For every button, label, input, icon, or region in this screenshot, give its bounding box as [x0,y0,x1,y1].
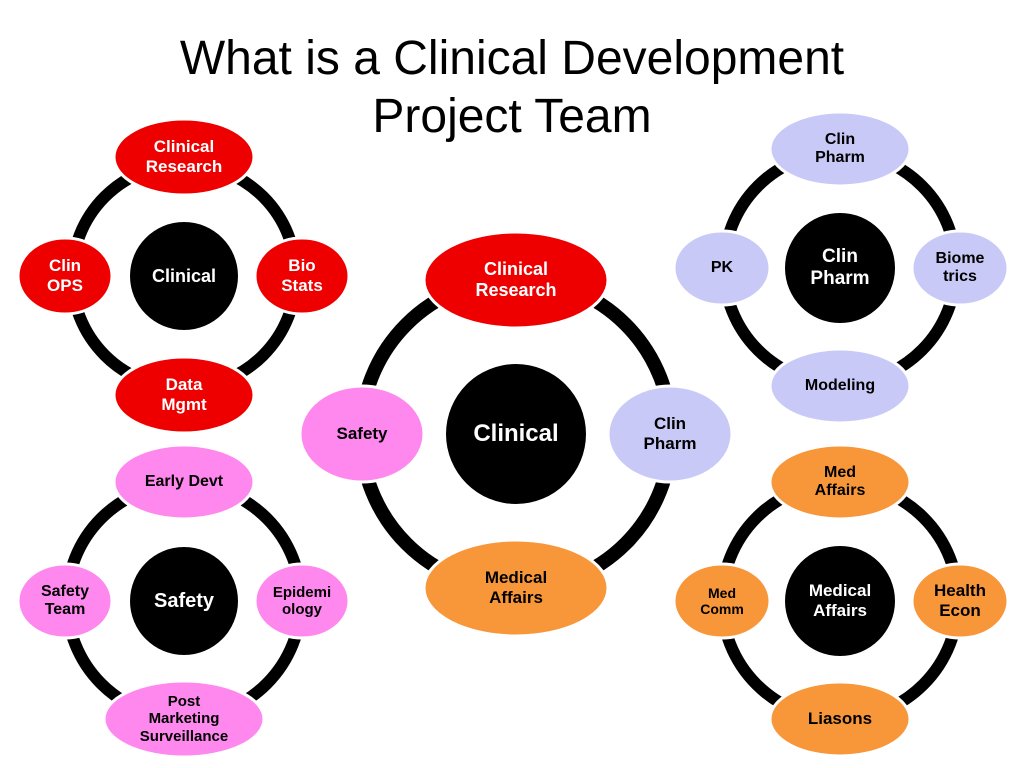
satellite-bottom [112,355,256,435]
satellite-right [910,562,1010,640]
satellite-top [768,443,912,521]
satellite-right [253,236,351,316]
cluster-clinical-center [298,230,734,638]
hub-circle [446,364,586,504]
satellite-bottom [768,680,912,758]
satellite-top [768,110,912,188]
satellite-right [606,384,734,484]
hub-circle [130,547,238,655]
satellite-right [253,562,351,640]
cluster-clinical-small [16,117,351,435]
hub-circle [785,546,895,656]
title-line-1: What is a Clinical Development [179,32,845,85]
satellite-bottom [422,538,610,638]
satellite-bottom [102,679,266,759]
satellite-left [298,384,426,484]
hub-circle [785,213,895,323]
satellite-top [112,117,256,197]
satellite-left [672,229,772,307]
cluster-medical-affairs [672,443,1010,758]
page-title: What is a Clinical Development Project T… [0,30,1024,146]
satellite-top [112,443,256,521]
cluster-safety [16,443,351,759]
title-line-2: Project Team [372,90,652,143]
satellite-left [16,236,114,316]
cluster-clinpharm [672,110,1010,425]
satellite-left [16,562,114,640]
satellite-bottom [768,347,912,425]
satellite-right [910,229,1010,307]
satellite-left [672,562,772,640]
satellite-top [422,230,610,330]
hub-circle [130,222,238,330]
